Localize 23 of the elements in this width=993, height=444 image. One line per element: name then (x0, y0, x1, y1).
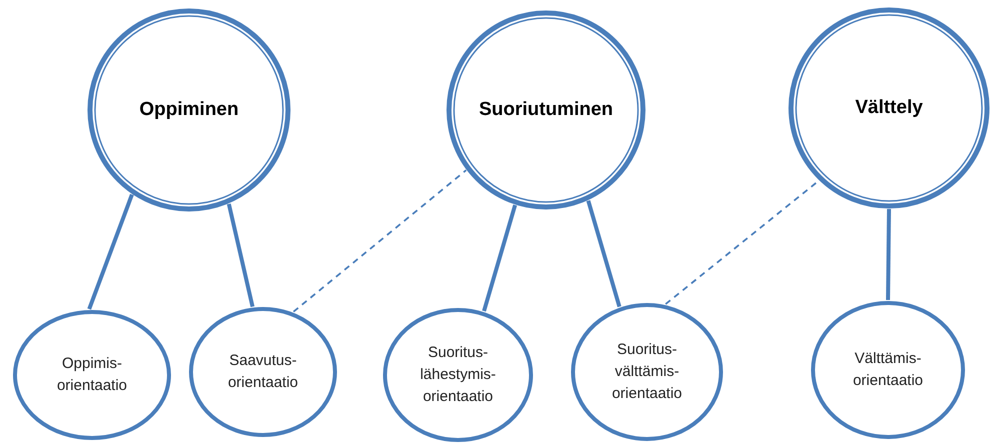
connector-line (482, 204, 518, 312)
node-label: Oppimis- orientaatio (56, 354, 128, 396)
node-label: Suoriutuminen (478, 98, 614, 122)
node-label: Suoritus- välttämis- orientaatio (610, 340, 684, 404)
double-circle (87, 8, 291, 212)
connector-line (586, 200, 622, 308)
circle (570, 302, 724, 442)
double-circle (446, 10, 646, 210)
circle (810, 300, 966, 440)
circle (12, 309, 172, 441)
node-label: Välttämis- orientaatio (852, 349, 924, 391)
connector-line (87, 194, 134, 310)
double-circle (788, 7, 990, 209)
node-label: Suoritus- lähestymis- orientaatio (419, 343, 497, 407)
dashed-connector-line (292, 169, 467, 312)
connector-line (226, 203, 254, 308)
node-label: Välttely (855, 96, 923, 120)
node-label: Saavutus- orientaatio (226, 351, 300, 393)
node-label: Oppiminen (139, 98, 239, 122)
circle (382, 307, 534, 443)
connector-line (886, 208, 891, 300)
circle (188, 306, 338, 438)
dashed-connector-line (665, 180, 820, 305)
